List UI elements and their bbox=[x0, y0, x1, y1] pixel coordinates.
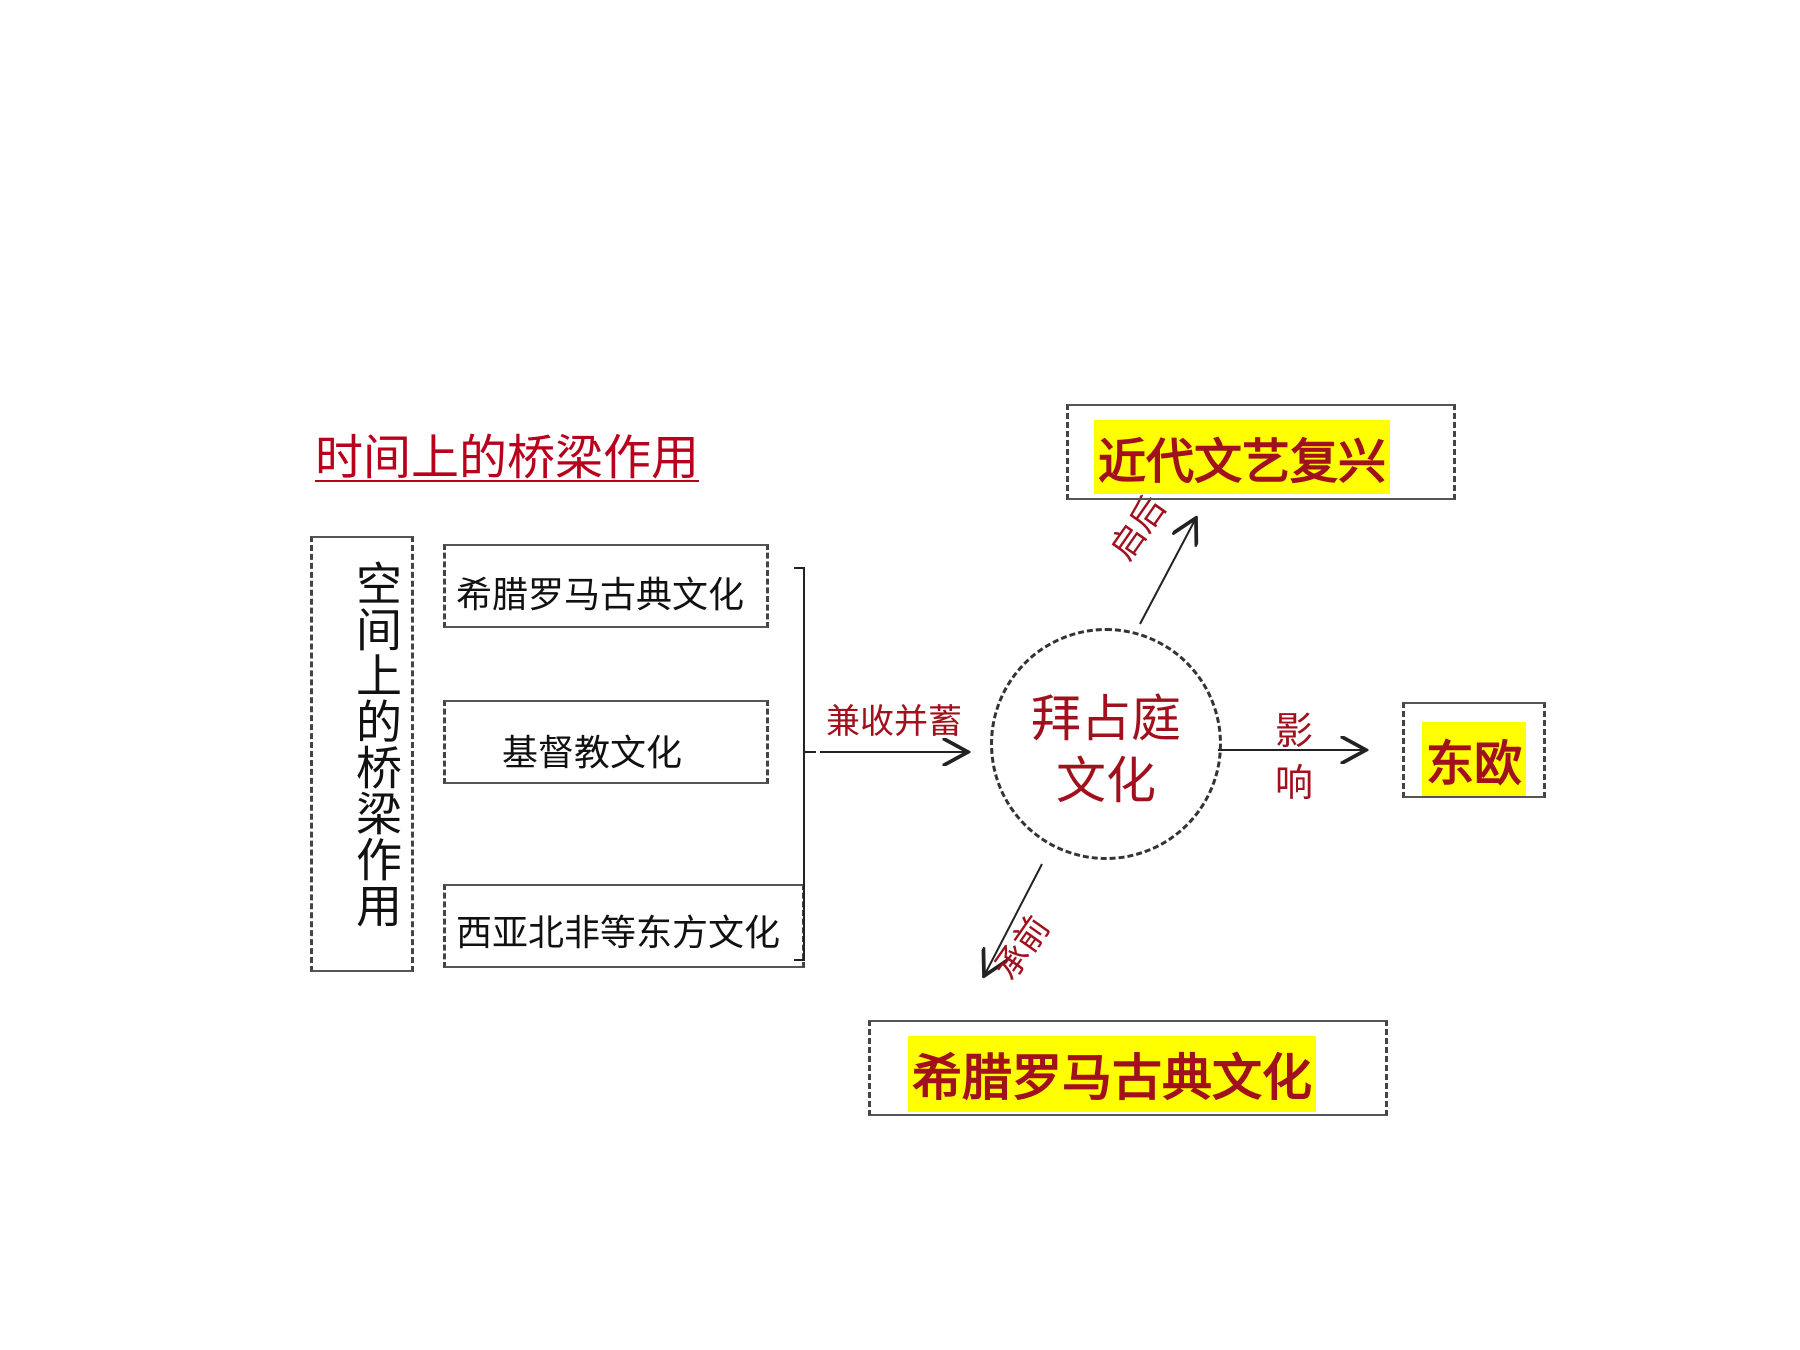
influence-label-1: 影 bbox=[1274, 709, 1313, 753]
dest-box-classical bbox=[868, 1020, 1388, 1116]
center-line-2: 文化 bbox=[1056, 752, 1156, 810]
space-label: 空间上的桥梁作用 bbox=[349, 560, 403, 928]
inspire-arrow bbox=[1139, 518, 1196, 625]
dest-box-renaissance bbox=[1066, 404, 1456, 500]
source-box-greco-roman bbox=[443, 544, 769, 628]
dest-classical: 希腊罗马古典文化 bbox=[908, 1036, 1316, 1112]
influence-label: 影 响 bbox=[1270, 705, 1318, 809]
center-line-1: 拜占庭 bbox=[1031, 690, 1181, 748]
source-eastern: 西亚北非等东方文化 bbox=[456, 913, 781, 954]
space-label-box bbox=[310, 536, 414, 972]
source-christian: 基督教文化 bbox=[502, 733, 683, 774]
dest-box-eastern-europe bbox=[1402, 702, 1546, 798]
dest-renaissance: 近代文艺复兴 bbox=[1094, 420, 1391, 494]
inherit-arrow bbox=[984, 863, 1043, 976]
dest-eastern-europe: 东欧 bbox=[1422, 722, 1527, 796]
absorb-label: 兼收并蓄 bbox=[826, 702, 962, 742]
page-title: 时间上的桥梁作用 bbox=[315, 430, 700, 486]
byzantine-circle bbox=[990, 628, 1222, 860]
byzantine-culture-label: 拜占庭 文化 bbox=[1000, 688, 1212, 812]
source-greco-roman: 希腊罗马古典文化 bbox=[456, 575, 745, 616]
source-box-christian bbox=[443, 700, 769, 784]
sources-bracket bbox=[794, 567, 805, 961]
influence-label-2: 响 bbox=[1274, 761, 1313, 805]
